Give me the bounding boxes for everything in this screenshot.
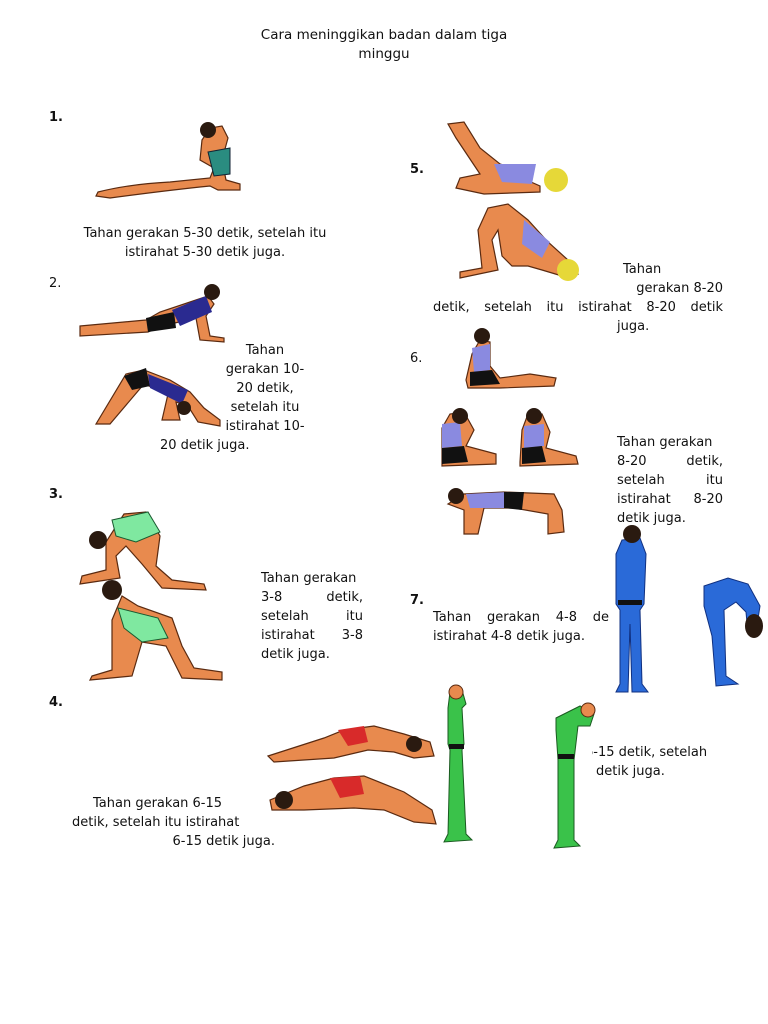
caption-line: 6-15 detik, setelah	[592, 745, 708, 760]
plow-pose-illustration	[447, 121, 568, 195]
section-5-caption: Tahan gerakan 8-20 detik, setelah itu is…	[433, 260, 723, 336]
caption-line: setelah itu	[230, 400, 300, 415]
caption-line: Tahan gerakan 6-15	[93, 796, 223, 811]
plank-pose-illustration	[79, 284, 225, 343]
section-3-caption: Tahan gerakan 3-8 detik, setelah itu ist…	[261, 569, 363, 664]
caption-line: Tahan gerakan	[261, 571, 357, 586]
caption-line: istirahat 4-8 detik juga.	[433, 629, 586, 644]
caption-line: istirahat 10-	[225, 419, 305, 434]
caption-line: gerakan 10-	[225, 362, 305, 377]
section-4-number: 4.	[49, 695, 63, 710]
section-2-caption: Tahan gerakan 10- 20 detik, setelah itu …	[160, 341, 370, 455]
caption-line: Tahan gerakan 5-30 detik, setelah itu	[83, 226, 327, 241]
caption-line: setelah itu	[261, 609, 363, 624]
caption-line: istirahat 3-8	[261, 628, 363, 643]
caption-line: Tahan	[245, 343, 285, 358]
caption-line: detik, setelah itu istirahat	[72, 815, 240, 830]
section-1-number: 1.	[49, 110, 63, 125]
section-2-number: 2.	[49, 276, 62, 291]
standing-pose-illustration	[615, 525, 649, 693]
cobra-pose-illustration	[95, 122, 241, 199]
caption-line: setelah itu	[617, 473, 723, 488]
section-4-partial-caption: 6-15 detik, setelah detik juga.	[592, 743, 724, 781]
section-7-number: 7.	[410, 593, 424, 608]
caption-line: 6-15 detik juga.	[172, 834, 275, 849]
section-5-number: 5.	[410, 162, 424, 177]
caption-line: gerakan 8-20	[636, 281, 723, 296]
standing-stretch-illustration-1	[443, 684, 474, 843]
seated-stretch-illustration-2	[441, 408, 497, 467]
section-3-number: 3.	[49, 487, 63, 502]
cat-pose-illustration	[79, 511, 207, 591]
caption-line: detik, setelah itu istirahat 8-20 detik	[433, 300, 723, 315]
caption-line: istirahat 8-20	[617, 492, 723, 507]
bridge-pose-illustration	[459, 203, 580, 281]
caption-line: detik juga.	[617, 511, 686, 526]
seated-stretch-illustration-1	[465, 328, 557, 389]
caption-line: Tahan	[623, 262, 662, 277]
caption-line: juga.	[617, 319, 650, 334]
page-title: Cara meninggikan badan dalam tiga minggu	[0, 26, 768, 64]
seated-stretch-illustration-3	[519, 408, 579, 467]
downward-dog-illustration	[94, 368, 221, 427]
forward-fold-illustration-1	[266, 725, 435, 763]
caption-line: istirahat 5-30 detik juga.	[124, 245, 286, 260]
caption-line: 3-8 detik,	[261, 590, 363, 605]
standing-stretch-illustration-2	[553, 702, 596, 849]
section-6-number: 6.	[410, 351, 423, 366]
title-line-2: minggu	[358, 46, 410, 62]
caption-line: detik juga.	[596, 764, 665, 779]
reverse-plank-illustration	[446, 488, 565, 535]
caption-line: detik juga.	[261, 647, 330, 662]
caption-line: 20 detik juga.	[160, 438, 250, 453]
caption-line: 8-20 detik,	[617, 454, 723, 469]
caption-line: 20 detik,	[236, 381, 294, 396]
section-6-caption: Tahan gerakan 8-20 detik, setelah itu is…	[617, 433, 723, 528]
section-4-caption: Tahan gerakan 6-15 detik, setelah itu is…	[70, 794, 275, 851]
cow-pose-illustration	[88, 580, 223, 681]
caption-line: Tahan gerakan 4-8 de	[433, 610, 609, 625]
forward-bend-illustration	[703, 577, 763, 687]
title-line-1: Cara meninggikan badan dalam tiga	[260, 27, 508, 43]
caption-line: Tahan gerakan	[617, 435, 713, 450]
section-1-caption: Tahan gerakan 5-30 detik, setelah itu is…	[60, 224, 350, 262]
forward-fold-illustration-2	[269, 775, 437, 825]
section-7-caption: Tahan gerakan 4-8 de istirahat 4-8 detik…	[433, 608, 609, 646]
